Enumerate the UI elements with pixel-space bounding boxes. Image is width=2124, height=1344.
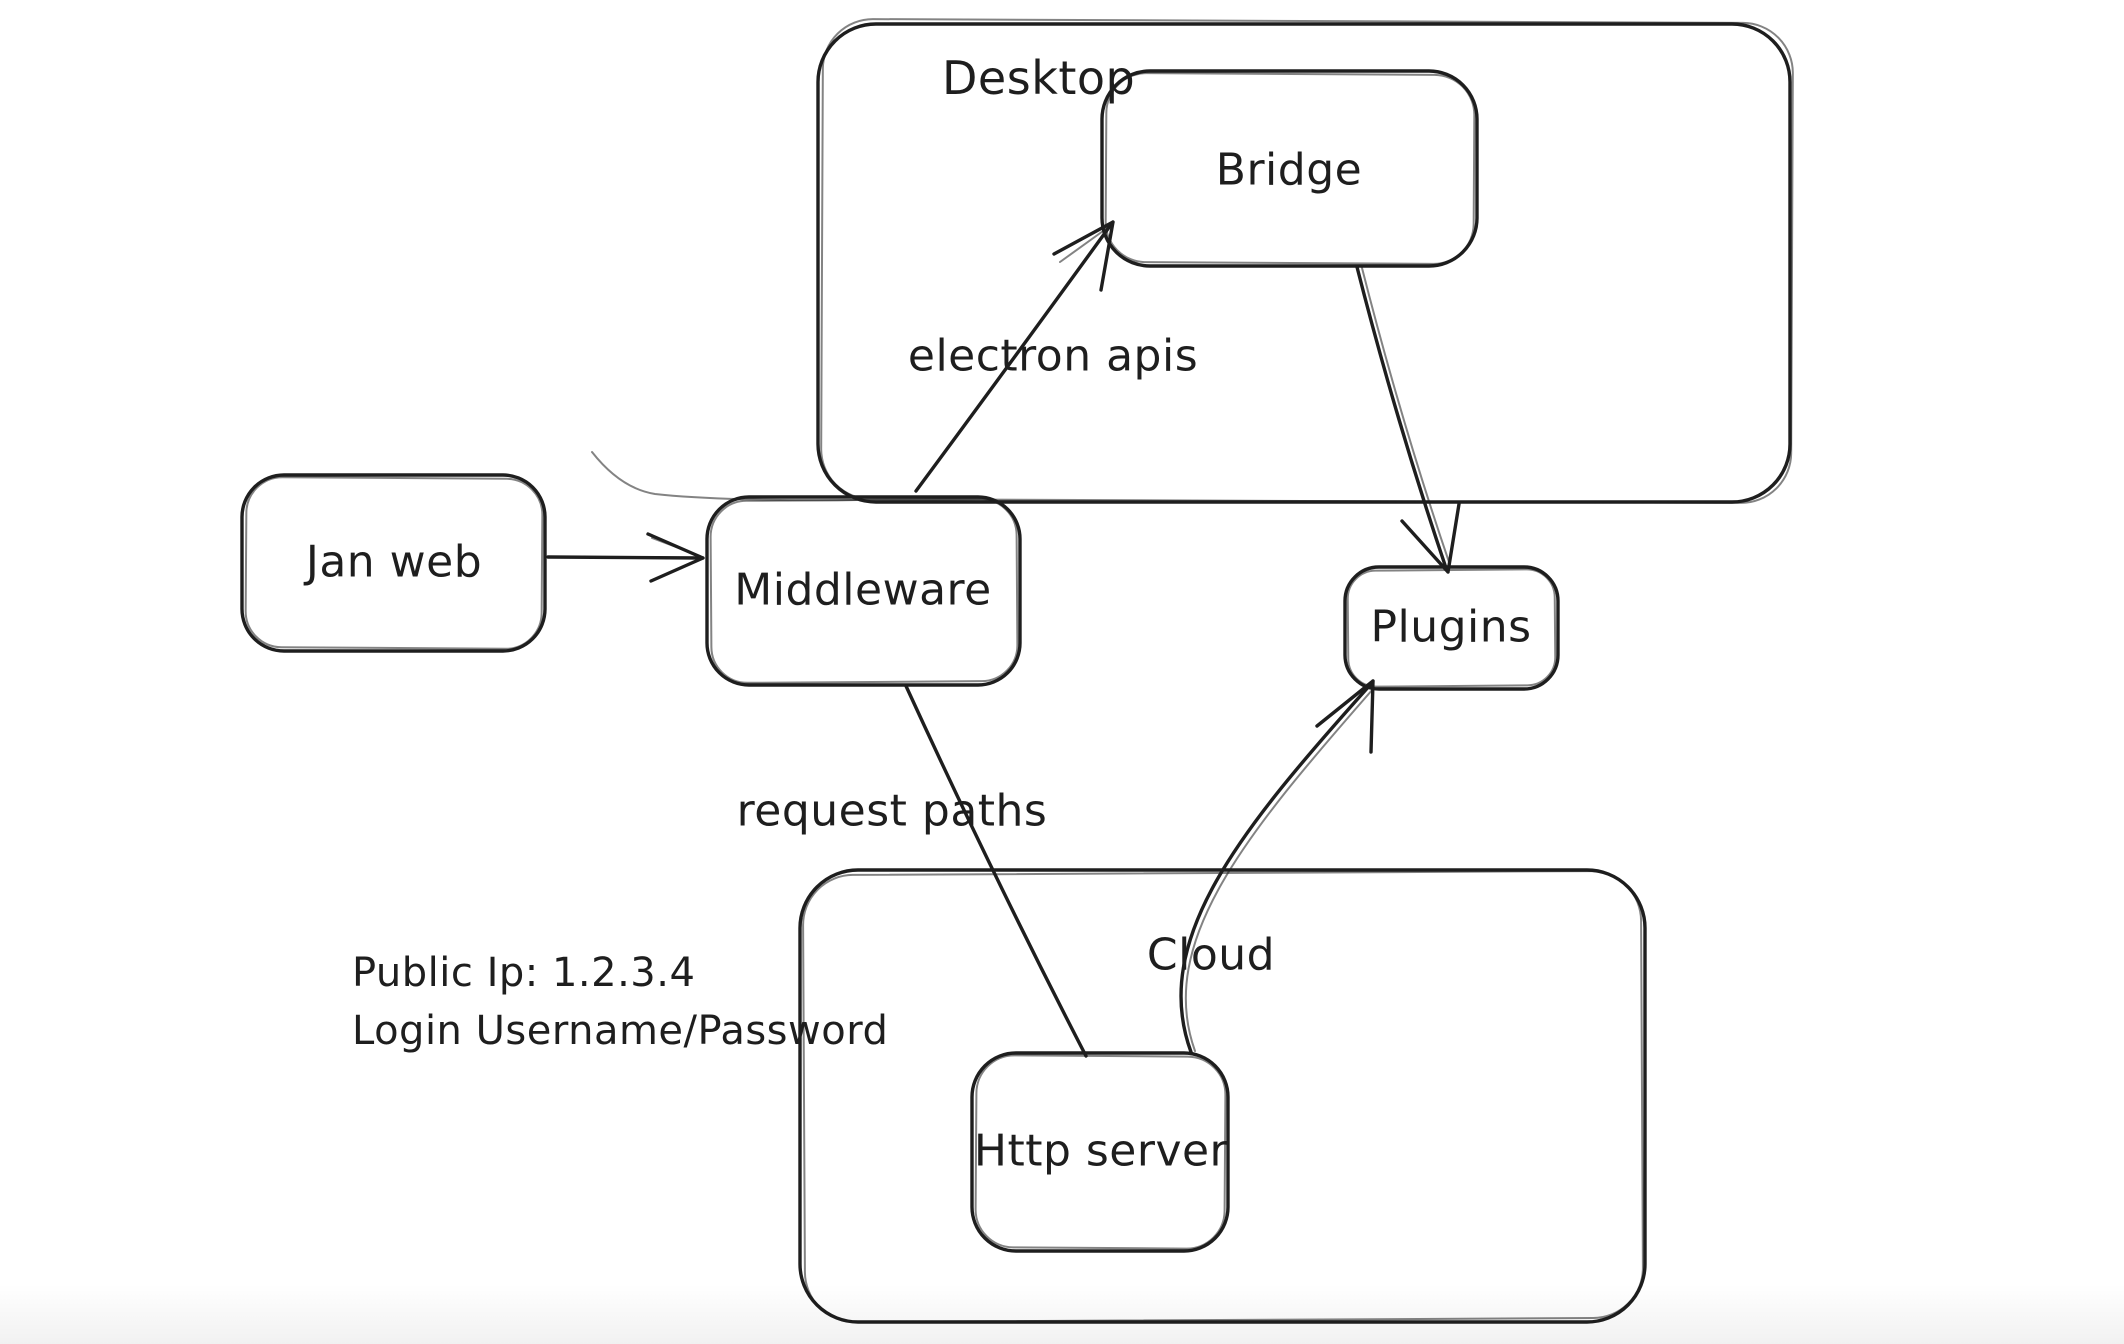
login-credentials-note[interactable]: Login Username/Password [352, 1008, 889, 1054]
plugins-node[interactable] [1343, 565, 1560, 691]
arrow-middleware-to-bridge[interactable] [914, 220, 1115, 493]
public-ip-note[interactable]: Public Ip: 1.2.3.4 [352, 950, 696, 996]
http-server-node[interactable] [970, 1051, 1230, 1253]
line-middleware-to-httpserver[interactable] [904, 684, 1088, 1058]
electron-apis-edge-label[interactable]: electron apis [907, 330, 1199, 382]
jan-web-node-label: Jan web [305, 536, 483, 588]
desktop-bottom-overshoot-stroke [591, 451, 857, 502]
desktop-group-outline[interactable] [591, 18, 1794, 504]
bridge-node-label: Bridge [1215, 144, 1363, 196]
request-paths-edge-label[interactable]: request paths [736, 785, 1048, 837]
bridge-node[interactable] [1100, 69, 1479, 268]
plugins-node-label: Plugins [1370, 601, 1532, 653]
middleware-node-label: Middleware [734, 564, 992, 616]
http-server-node-label: Http server [973, 1125, 1229, 1177]
arrow-janweb-to-middleware[interactable] [546, 532, 705, 583]
middleware-node[interactable] [705, 495, 1022, 687]
cloud-group-label: Cloud [1146, 929, 1276, 981]
arrow-httpserver-to-plugins[interactable] [1179, 679, 1375, 1054]
jan-web-node[interactable] [240, 473, 547, 653]
arrow-bridge-to-plugins[interactable] [1355, 265, 1461, 574]
desktop-group-label: Desktop [942, 51, 1136, 105]
